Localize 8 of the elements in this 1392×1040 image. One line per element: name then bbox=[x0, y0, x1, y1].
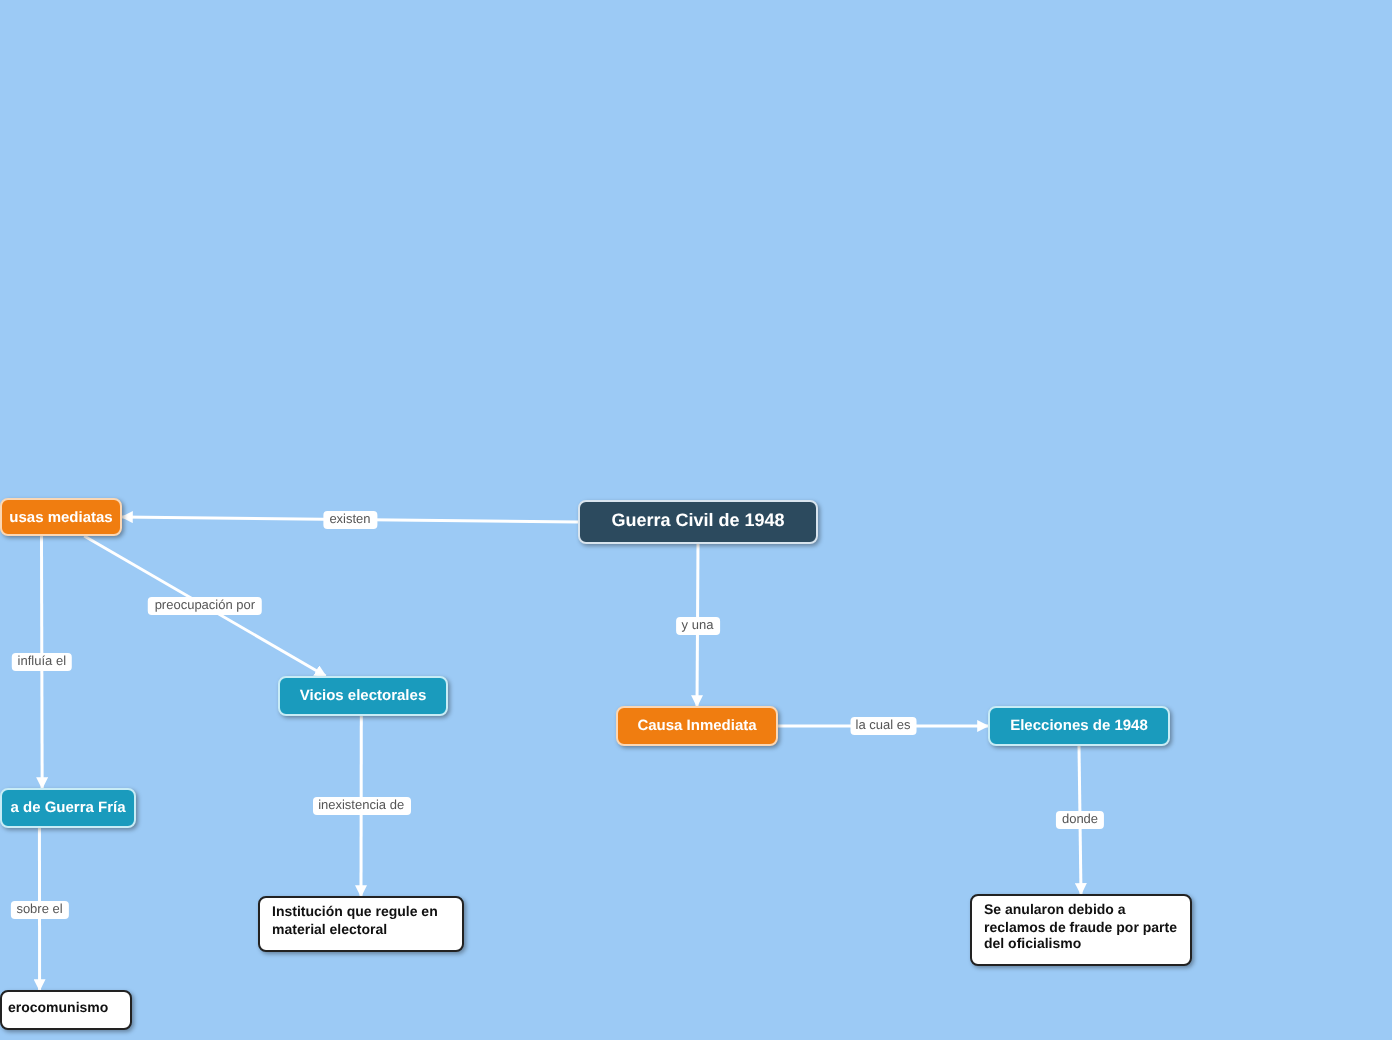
arrow bbox=[691, 544, 704, 708]
arrow bbox=[355, 716, 367, 898]
arrow bbox=[1074, 745, 1087, 896]
arrow bbox=[83, 534, 327, 678]
arrow bbox=[120, 511, 578, 524]
concept-box: Guerra Civil de 1948 bbox=[578, 500, 818, 544]
arrow bbox=[36, 536, 49, 790]
arrow bbox=[33, 828, 46, 992]
